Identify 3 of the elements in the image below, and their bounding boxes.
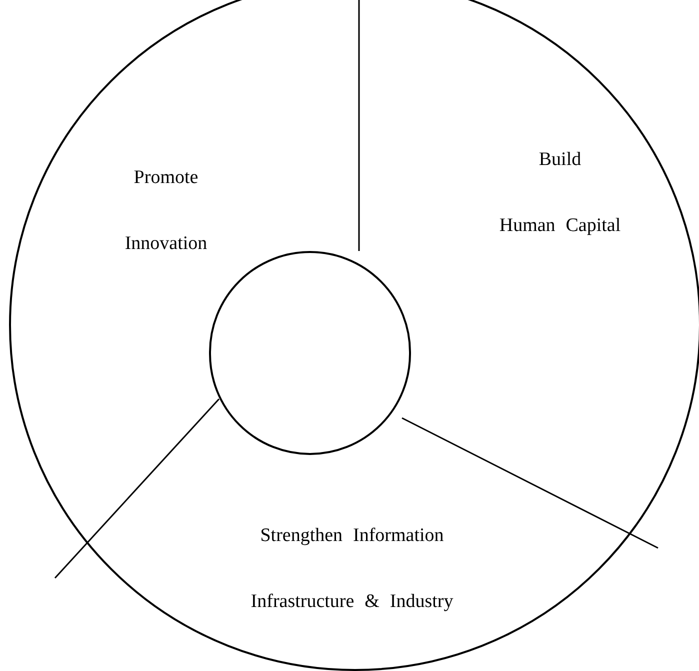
- sector-label: Promote Innovation: [124, 166, 208, 256]
- sector-label: Build Human Capital: [499, 148, 621, 238]
- sector-label: Strengthen Information Infrastructure & Industry: [250, 524, 454, 614]
